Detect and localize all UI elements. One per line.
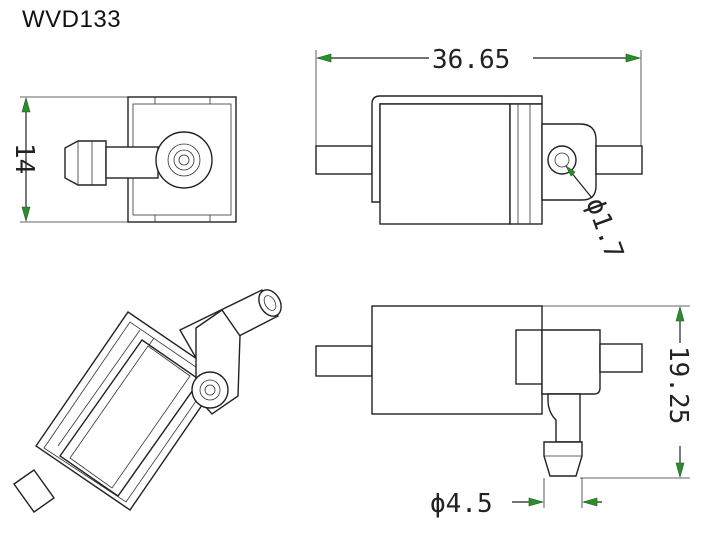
isometric-view — [13, 289, 282, 513]
side-view: 19.25 ϕ4.5 — [315, 305, 693, 519]
dim-height: 14 — [9, 143, 39, 174]
top-view: 36.65 ϕ1.7 — [315, 45, 643, 263]
dim-nozzle-diameter: ϕ4.5 — [430, 489, 493, 519]
model-title: WVD133 — [22, 6, 122, 33]
dim-depth: 19.25 — [663, 346, 693, 424]
front-view: 14 — [9, 96, 237, 223]
dim-length: 36.65 — [432, 45, 510, 75]
dim-port-diameter: ϕ1.7 — [579, 194, 629, 263]
